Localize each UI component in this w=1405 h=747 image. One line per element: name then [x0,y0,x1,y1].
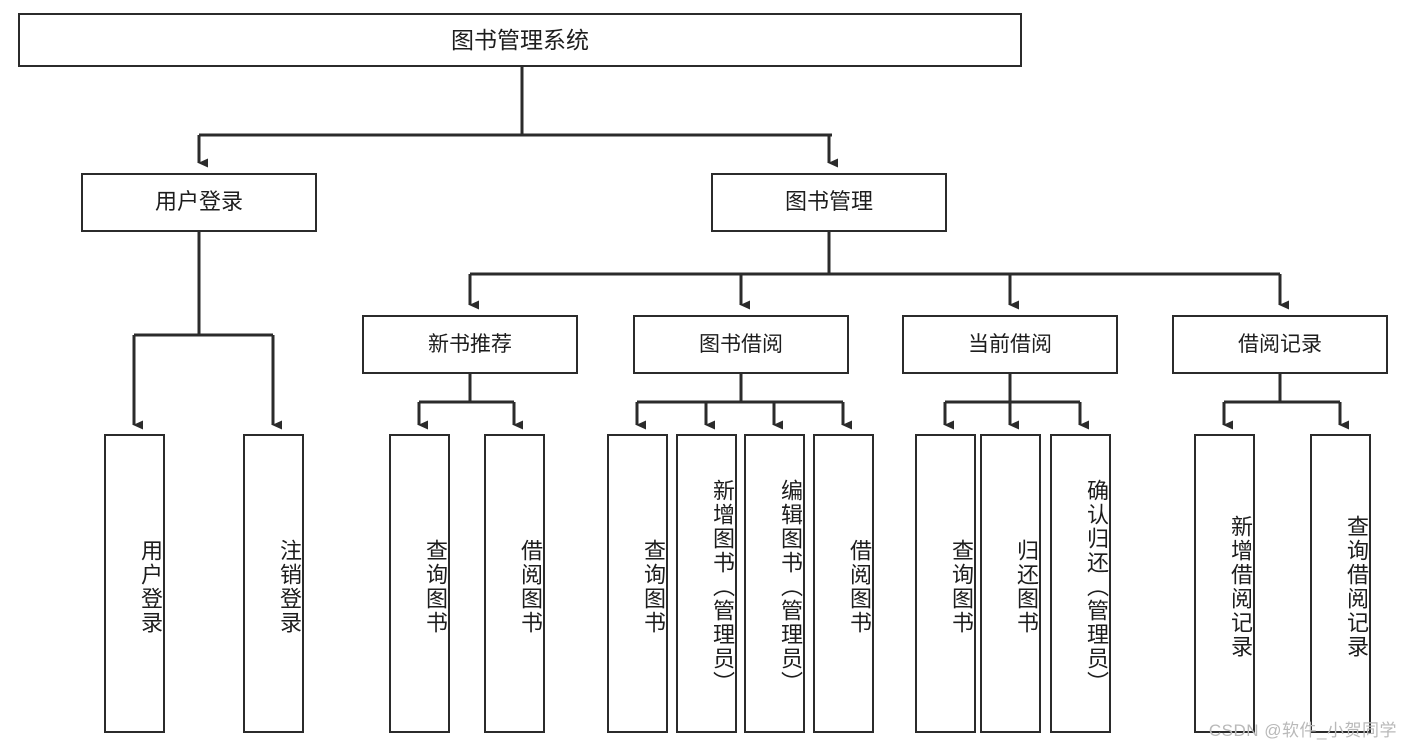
node-label: 图书管理 [784,189,873,215]
node-label: 当前借阅 [968,332,1052,356]
leaf-user-login-signout[interactable]: 注销登录 [243,434,304,733]
node-borrow-record[interactable]: 借阅记录 [1172,315,1388,374]
leaf-borrow-record-query-record[interactable]: 查询借阅记录 [1310,434,1371,733]
node-label: 用户登录 [138,538,163,635]
leaf-current-borrow-confirm-return-admin[interactable]: 确认归还（管理员） [1050,434,1111,733]
node-label: 查询图书 [641,538,666,635]
node-label: 归还图书 [1014,538,1039,635]
leaf-borrow-record-add-record[interactable]: 新增借阅记录 [1194,434,1255,733]
leaf-book-borrow-edit-book-admin[interactable]: 编辑图书（管理员） [744,434,805,733]
node-label: 用户登录 [154,189,243,215]
node-label: 编辑图书（管理员） [778,478,803,695]
node-label: 新增借阅记录 [1228,514,1253,659]
node-label: 新书推荐 [428,332,512,356]
leaf-new-book-query-book[interactable]: 查询图书 [389,434,450,733]
node-book-borrow[interactable]: 图书借阅 [633,315,849,374]
node-root-book-management-system[interactable]: 图书管理系统 [18,13,1022,67]
node-label: 图书借阅 [699,332,783,356]
leaf-user-login-signin[interactable]: 用户登录 [104,434,165,733]
leaf-book-borrow-query-book[interactable]: 查询图书 [607,434,668,733]
node-user-login[interactable]: 用户登录 [81,173,317,232]
node-label: 查询图书 [423,538,448,635]
node-label: 确认归还（管理员） [1084,478,1109,695]
node-book-management[interactable]: 图书管理 [711,173,947,232]
node-new-book-recommend[interactable]: 新书推荐 [362,315,578,374]
node-label: 注销登录 [277,538,302,635]
leaf-book-borrow-add-book-admin[interactable]: 新增图书（管理员） [676,434,737,733]
node-label: 借阅图书 [518,538,543,635]
leaf-current-borrow-query-book[interactable]: 查询图书 [915,434,976,733]
node-label: 借阅记录 [1238,332,1322,356]
node-label: 图书管理系统 [451,26,589,53]
node-label: 新增图书（管理员） [710,478,735,695]
node-label: 查询借阅记录 [1344,514,1369,659]
leaf-new-book-borrow-book[interactable]: 借阅图书 [484,434,545,733]
node-label: 借阅图书 [847,538,872,635]
node-label: 查询图书 [949,538,974,635]
leaf-current-borrow-return-book[interactable]: 归还图书 [980,434,1041,733]
leaf-book-borrow-borrow-book[interactable]: 借阅图书 [813,434,874,733]
node-current-borrow[interactable]: 当前借阅 [902,315,1118,374]
